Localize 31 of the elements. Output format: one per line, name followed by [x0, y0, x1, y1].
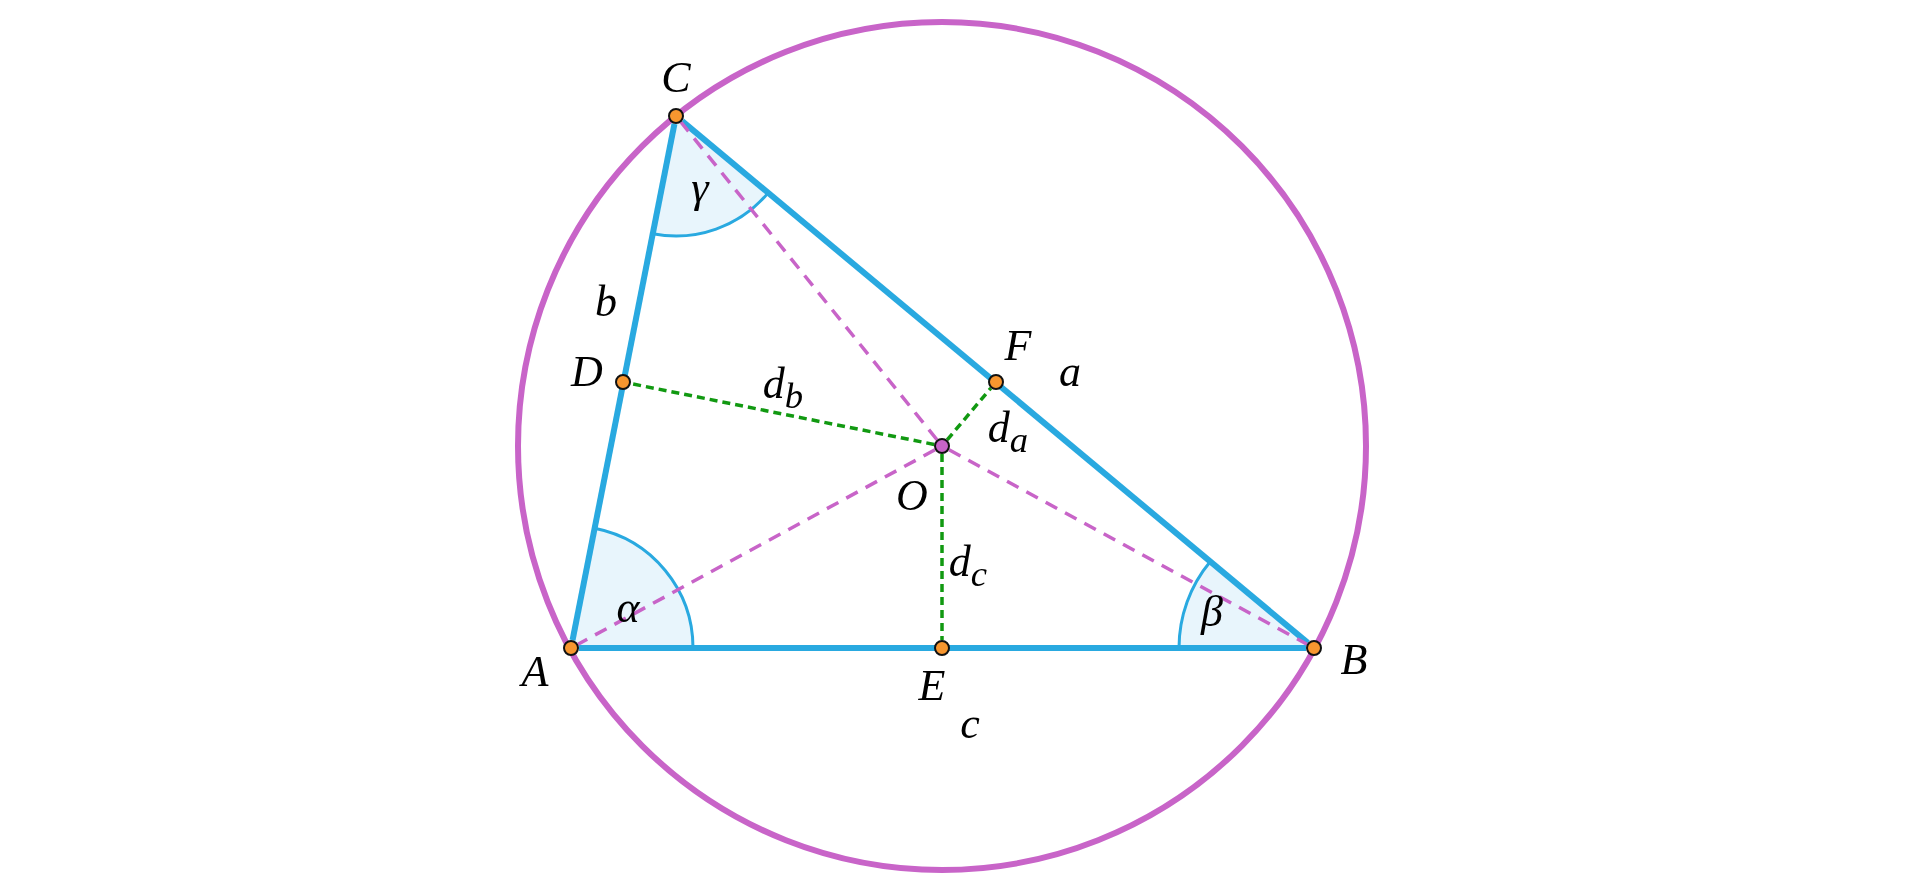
edge-label: c	[960, 702, 980, 746]
angle-label: α	[616, 586, 640, 630]
point-label: E	[918, 664, 946, 708]
point-label: D	[571, 350, 603, 394]
dashed-line	[577, 448, 936, 646]
point-marker	[615, 374, 631, 390]
dashed-line	[630, 381, 935, 447]
point-marker	[668, 108, 684, 124]
point-label: A	[521, 650, 549, 694]
point-label: C	[661, 56, 691, 100]
point-marker	[934, 640, 950, 656]
angle-label: β	[1201, 590, 1223, 634]
point-label: B	[1340, 638, 1368, 682]
point-marker	[1306, 640, 1322, 656]
edge-label: d$_{a}$	[987, 405, 1029, 459]
point-label: F	[1004, 324, 1032, 368]
angle-label: γ	[691, 166, 709, 210]
dashed-line	[679, 121, 939, 441]
edge-label: d$_{c}$	[948, 539, 988, 593]
dashed-line	[940, 454, 944, 640]
point-marker	[563, 640, 579, 656]
edge-label: b	[595, 280, 617, 324]
dashed-line	[945, 387, 993, 441]
triangle-side	[579, 645, 1306, 651]
triangle-side	[569, 123, 678, 641]
point-marker	[988, 374, 1004, 390]
point-marker	[934, 438, 950, 454]
edge-label: d$_{b}$	[762, 361, 804, 415]
point-label: O	[896, 474, 928, 518]
edge-label: a	[1059, 350, 1081, 394]
dashed-line	[948, 448, 1308, 646]
